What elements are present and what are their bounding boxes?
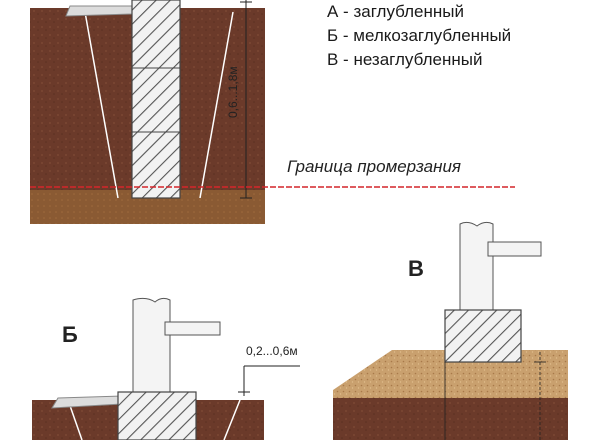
deep-foundation-column bbox=[131, 0, 181, 199]
shallow-depth-label: 0,2...0,6м bbox=[246, 344, 298, 358]
diagram-label-b: Б bbox=[62, 322, 78, 347]
diagram-label-v: В bbox=[408, 256, 424, 281]
post-column bbox=[132, 297, 171, 393]
beam-stub bbox=[487, 241, 542, 257]
legend-item-non-buried: В - незаглубленный bbox=[327, 50, 483, 69]
legend-item-shallow: Б - мелкозаглубленный bbox=[327, 26, 512, 45]
blind-area-slab bbox=[65, 5, 133, 17]
trench-wall-right bbox=[223, 399, 241, 440]
diagram-non-buried-foundation bbox=[333, 221, 568, 440]
post-column bbox=[459, 221, 494, 311]
shallow-foundation-block bbox=[117, 391, 197, 440]
soil-layer bbox=[32, 400, 125, 440]
diagram-deep-foundation bbox=[30, 0, 515, 224]
beam-stub bbox=[164, 321, 221, 336]
frost-line-label: Граница промерзания bbox=[287, 157, 462, 176]
soil-layer bbox=[333, 398, 568, 440]
trench-wall-left bbox=[84, 11, 119, 199]
deep-depth-label: 0,6...1,8м bbox=[226, 66, 240, 118]
legend-item-deep: А - заглубленный bbox=[327, 2, 464, 21]
legend: А - заглубленный Б - мелкозаглубленный В… bbox=[327, 0, 597, 72]
trench-wall-right bbox=[199, 11, 234, 199]
diagram-shallow-foundation bbox=[32, 297, 300, 440]
non-buried-foundation-block bbox=[444, 309, 522, 363]
